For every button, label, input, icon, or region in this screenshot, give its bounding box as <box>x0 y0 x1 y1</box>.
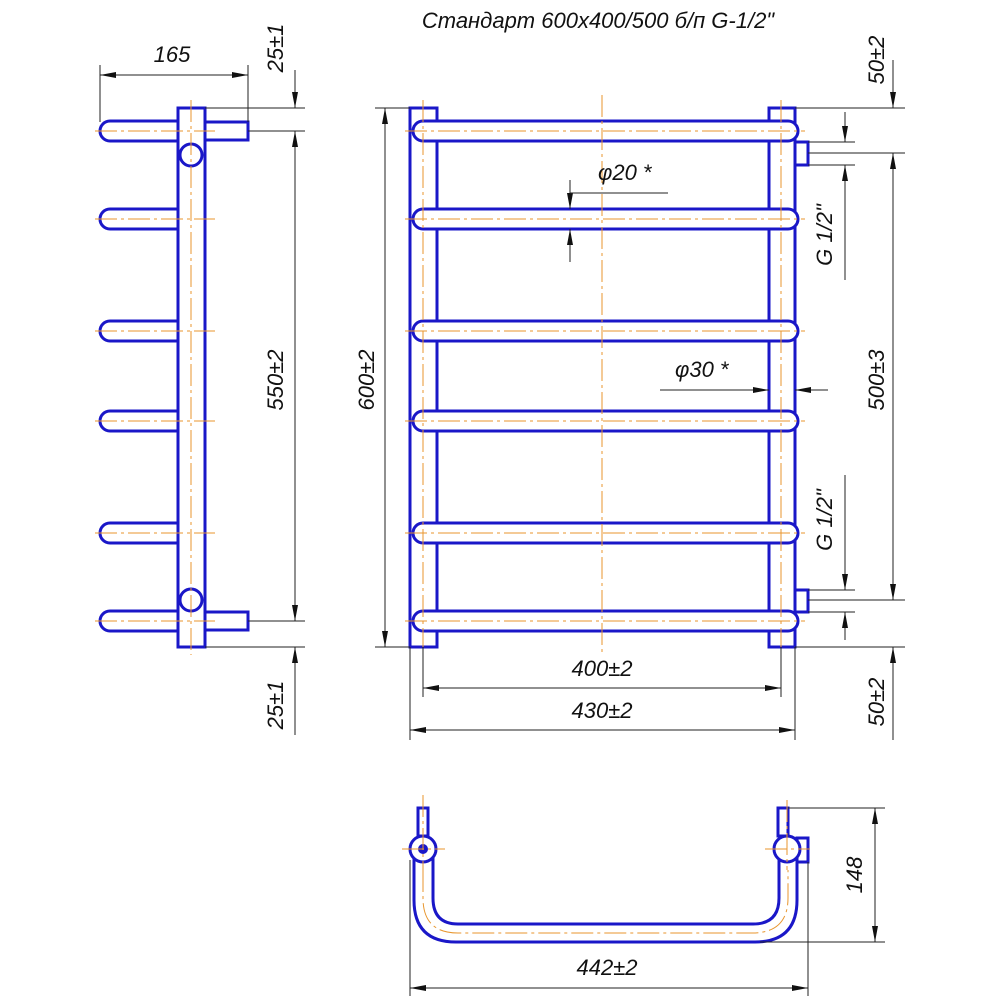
dim-height: 600±2 <box>354 349 379 410</box>
side-rungs <box>98 119 188 633</box>
bottom-connection <box>793 588 810 614</box>
top-view: 148 442±2 <box>402 795 885 996</box>
dim-outer-width: 430±2 <box>571 698 632 723</box>
dim-top-offset: 50±2 <box>864 36 889 85</box>
dim-post-diameter: φ30 * <box>675 357 730 382</box>
dim-overall-width: 442±2 <box>576 955 637 980</box>
thread-bottom: G 1/2" <box>812 488 837 551</box>
front-rungs <box>411 119 800 633</box>
side-view: 165 25±1 550±2 25±1 <box>95 24 305 735</box>
dim-bar-diameter: φ20 * <box>598 160 653 185</box>
dim-side-width: 165 <box>154 42 191 67</box>
dim-side-axis: 550±2 <box>263 349 288 410</box>
right-post <box>767 106 797 649</box>
thread-top: G 1/2" <box>812 203 837 266</box>
dim-side-bottom-offset: 25±1 <box>263 681 288 731</box>
drawing-title: Стандарт 600x400/500 б/п G-1/2" <box>422 8 775 33</box>
dim-center-distance: 500±3 <box>864 349 889 411</box>
dim-inner-width: 400±2 <box>571 656 632 681</box>
front-view: 600±2 φ20 * φ30 * G 1/2" G 1/2" 50±2 500… <box>354 36 905 740</box>
dim-bottom-offset: 50±2 <box>864 678 889 727</box>
top-connection <box>793 140 810 167</box>
dim-depth: 148 <box>842 856 867 893</box>
dim-side-top-offset: 25±1 <box>263 24 288 74</box>
u-tube <box>412 846 799 944</box>
